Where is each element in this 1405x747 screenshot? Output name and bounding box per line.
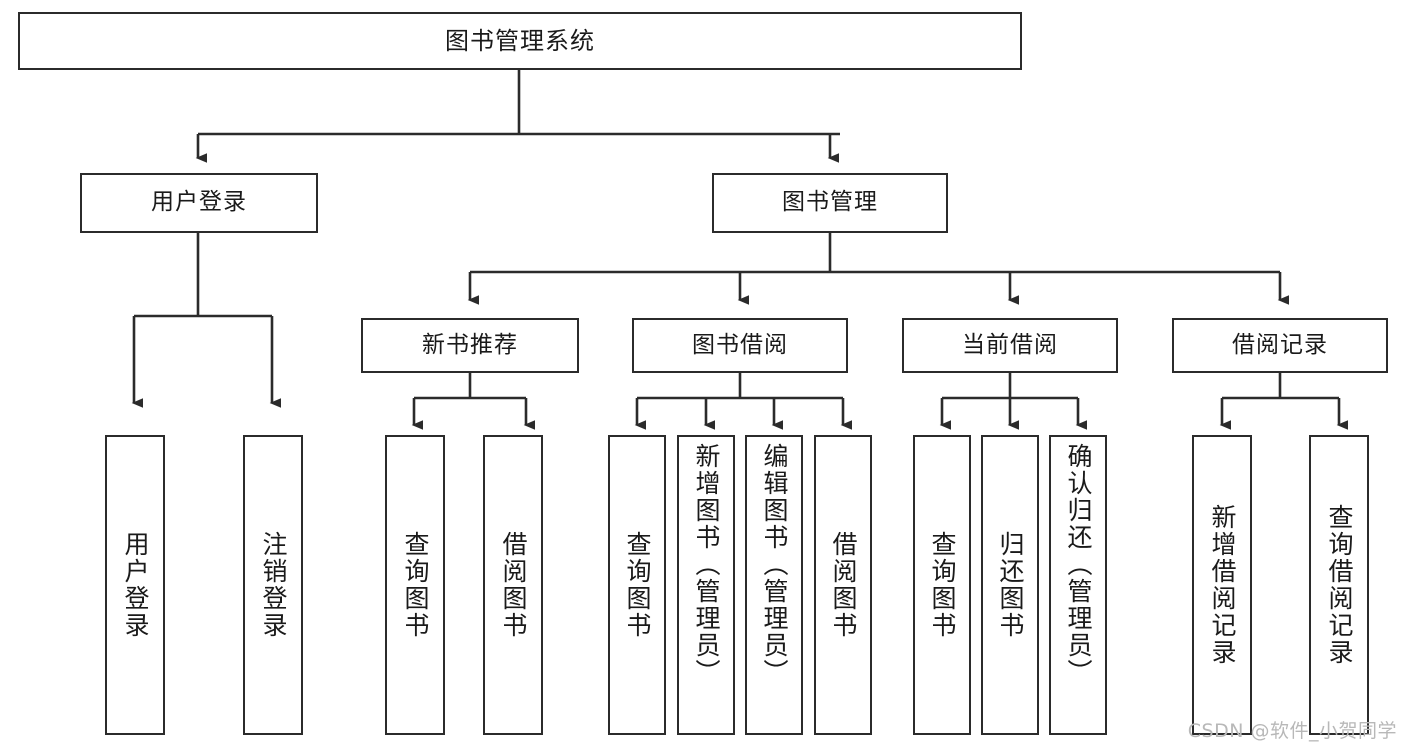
node-label: 用户登录 (151, 189, 247, 216)
node-new-book-recommend[interactable]: 新书推荐 (361, 318, 579, 373)
leaf-text-wrap: 新增图书（管理员） (679, 437, 733, 739)
leaf-edit-book-admin[interactable]: 编辑图书（管理员） (745, 435, 803, 735)
leaf-query-book-recommend[interactable]: 查询图书 (385, 435, 445, 735)
node-label: 借阅记录 (1232, 331, 1328, 358)
leaf-text-wrap: 注销登录 (245, 437, 301, 733)
leaf-text-wrap: 借阅图书 (485, 437, 541, 733)
node-book-borrow[interactable]: 图书借阅 (632, 318, 848, 373)
leaf-text-wrap: 新增借阅记录 (1194, 437, 1250, 733)
leaf-query-borrow-record[interactable]: 查询借阅记录 (1309, 435, 1369, 735)
leaf-label: 查询图书 (928, 531, 957, 639)
leaf-add-book-admin[interactable]: 新增图书（管理员） (677, 435, 735, 735)
leaf-query-book-current[interactable]: 查询图书 (913, 435, 971, 735)
node-label: 新书推荐 (422, 331, 518, 358)
leaf-label: 查询图书 (623, 531, 652, 639)
node-label: 图书借阅 (692, 331, 788, 358)
leaf-label: 借阅图书 (499, 531, 528, 639)
leaf-text-wrap: 借阅图书 (816, 437, 870, 733)
leaf-label: 查询借阅记录 (1325, 504, 1354, 666)
leaf-label: 注销登录 (259, 531, 288, 639)
leaf-label: 归还图书 (996, 531, 1025, 639)
leaf-text-wrap: 编辑图书（管理员） (747, 437, 801, 739)
node-label: 图书管理系统 (445, 26, 595, 55)
leaf-label: 新增借阅记录 (1208, 504, 1237, 666)
leaf-label: 用户登录 (121, 531, 150, 639)
leaf-label: 查询图书 (401, 531, 430, 639)
leaf-label: 编辑图书（管理员） (760, 443, 789, 686)
node-user-login[interactable]: 用户登录 (80, 173, 318, 233)
leaf-label: 新增图书（管理员） (692, 443, 721, 686)
leaf-return-book[interactable]: 归还图书 (981, 435, 1039, 735)
leaf-borrow-book[interactable]: 借阅图书 (814, 435, 872, 735)
leaf-logout-login[interactable]: 注销登录 (243, 435, 303, 735)
leaf-borrow-book-recommend[interactable]: 借阅图书 (483, 435, 543, 735)
leaf-label: 借阅图书 (829, 531, 858, 639)
leaf-text-wrap: 查询图书 (387, 437, 443, 733)
node-root-system[interactable]: 图书管理系统 (18, 12, 1022, 70)
node-label: 图书管理 (782, 189, 878, 216)
node-current-borrow[interactable]: 当前借阅 (902, 318, 1118, 373)
leaf-text-wrap: 确认归还（管理员） (1051, 437, 1105, 739)
leaf-label: 确认归还（管理员） (1064, 443, 1093, 686)
leaf-user-login[interactable]: 用户登录 (105, 435, 165, 735)
leaf-text-wrap: 查询图书 (610, 437, 664, 733)
leaf-add-borrow-record[interactable]: 新增借阅记录 (1192, 435, 1252, 735)
leaf-text-wrap: 查询图书 (915, 437, 969, 733)
leaf-text-wrap: 归还图书 (983, 437, 1037, 733)
node-label: 当前借阅 (962, 331, 1058, 358)
node-borrow-record[interactable]: 借阅记录 (1172, 318, 1388, 373)
leaf-text-wrap: 查询借阅记录 (1311, 437, 1367, 733)
leaf-text-wrap: 用户登录 (107, 437, 163, 733)
leaf-confirm-return-admin[interactable]: 确认归还（管理员） (1049, 435, 1107, 735)
leaf-query-book-borrow[interactable]: 查询图书 (608, 435, 666, 735)
node-book-management[interactable]: 图书管理 (712, 173, 948, 233)
csdn-watermark: CSDN @软件_小贺同学 (1187, 720, 1397, 742)
